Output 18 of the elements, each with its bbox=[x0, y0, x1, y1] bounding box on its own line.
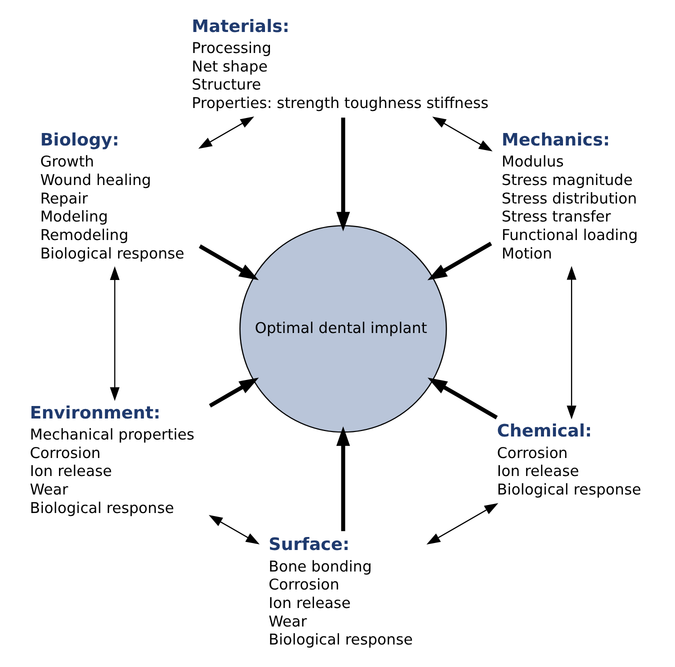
node-text: Surface: Bone bonding Corrosion Ion release Wear Biological response bbox=[268, 535, 412, 649]
arrow bbox=[426, 242, 492, 280]
arrow bbox=[427, 378, 498, 420]
node-text: Mechanics: Modulus Stress magnitude Stress distribution Stress transfer Functional loading Motion bbox=[501, 130, 638, 262]
arrow bbox=[336, 118, 350, 232]
arrow bbox=[432, 116, 492, 152]
node-text: Biology: Growth Wound healing Repair Modeling Remodeling Biological response bbox=[40, 130, 184, 262]
arrow bbox=[208, 378, 258, 408]
arrow bbox=[566, 266, 576, 420]
node-text: Environment: Mechanical properties Corrosion Ion release Wear Biological response bbox=[29, 403, 194, 517]
arrow bbox=[198, 116, 254, 149]
arrow bbox=[198, 244, 258, 280]
node-text: Chemical: Corrosion Ion release Biological response bbox=[496, 422, 641, 498]
arrow bbox=[336, 426, 350, 532]
arrow bbox=[109, 266, 120, 402]
arrow bbox=[426, 503, 498, 545]
arrow bbox=[208, 515, 260, 544]
node-text: Materials: Processing Net shape Structure Properties: strength toughness stiffness bbox=[191, 16, 488, 112]
